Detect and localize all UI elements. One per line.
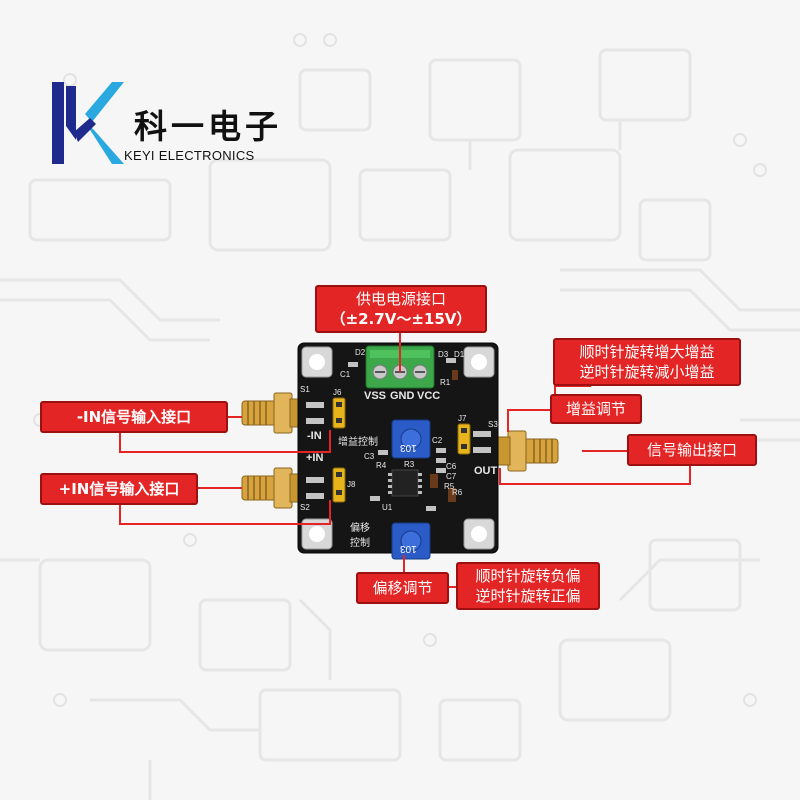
- brand-name-en: KEYI ELECTRONICS: [124, 148, 255, 163]
- sma-connector-pos-in: [241, 467, 307, 509]
- offset-adjust-callout: 偏移调节: [356, 572, 449, 604]
- power-range: （±2.7V～±15V）: [330, 310, 472, 328]
- offset-note-1: 顺时针旋转负偏: [475, 567, 581, 585]
- sma-connector-out: [493, 430, 559, 472]
- neg-input-label: -IN信号输入接口: [76, 408, 192, 426]
- output-label: 信号输出接口: [646, 441, 737, 459]
- gain-direction-note: 顺时针旋转增大增益 逆时针旋转减小增益: [553, 338, 741, 386]
- brand-name-cn: 科一电子: [134, 107, 282, 146]
- k-letter-logo: [52, 82, 124, 164]
- gain-note-2: 逆时针旋转减小增益: [579, 363, 715, 381]
- pos-input-label: +IN信号输入接口: [58, 480, 180, 498]
- gain-note-1: 顺时针旋转增大增益: [579, 343, 715, 361]
- output-interface-callout: 信号输出接口: [627, 434, 757, 466]
- offset-direction-note: 顺时针旋转负偏 逆时针旋转正偏: [456, 562, 600, 610]
- sma-connector-neg-in: [241, 392, 307, 434]
- power-interface-callout: 供电电源接口 （±2.7V～±15V）: [315, 285, 487, 333]
- offset-adjust-label: 偏移调节: [372, 579, 433, 597]
- offset-note-2: 逆时针旋转正偏: [475, 587, 581, 605]
- gain-adjust-callout: 增益调节: [550, 394, 642, 424]
- neg-input-callout: -IN信号输入接口: [40, 401, 228, 433]
- power-title: 供电电源接口: [355, 290, 446, 308]
- pos-input-callout: +IN信号输入接口: [40, 473, 198, 505]
- gain-adjust-label: 增益调节: [565, 400, 626, 418]
